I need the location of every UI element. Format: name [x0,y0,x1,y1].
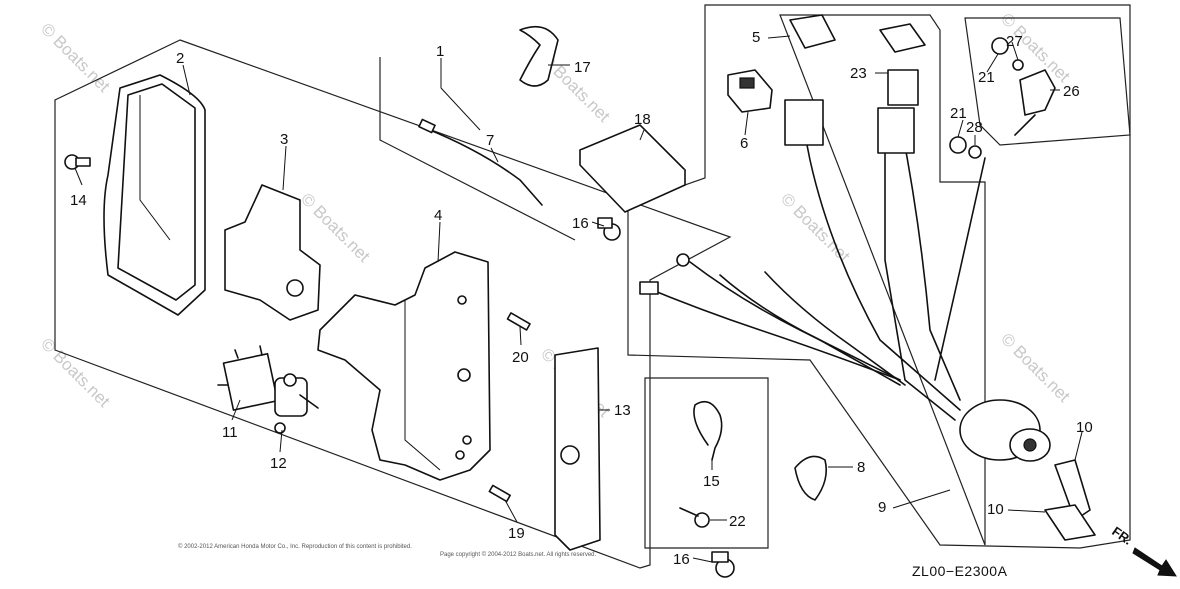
callout-20: 20 [512,349,529,366]
frame-fuse-group [779,14,986,546]
part-wire-7 [418,118,543,206]
callout-21: 21 [950,105,967,122]
callout-18: 18 [634,111,651,128]
part-cap-5 [789,14,836,49]
front-label: FR. [1109,524,1135,548]
part-key-10 [1044,459,1096,541]
part-screw-14 [64,154,91,170]
part-cover-6 [727,69,773,113]
frame-wire-group [379,57,576,241]
diagram-code: ZL00−E2300A [912,563,1008,579]
callout-8: 8 [857,459,865,476]
part-screw-19 [488,484,511,503]
callout-14: 14 [70,192,87,209]
watermark: © Boats.net [37,19,114,96]
callout-7: 7 [486,132,494,149]
callout-13: 13 [614,402,631,419]
watermark: © Boats.net [37,334,114,411]
copyright-line: Page copyright © 2004-2012 Boats.net. Al… [440,551,597,558]
front-arrow-icon: FR. [1109,524,1177,577]
callout-1: 1 [436,43,444,60]
part-clip-16-upper [597,217,621,241]
copyright-line: © 2002-2012 American Honda Motor Co., In… [178,543,412,550]
callout-3: 3 [280,131,288,148]
callout-16: 16 [673,551,690,568]
callout-17: 17 [574,59,591,76]
part-clip-17 [519,25,559,87]
callout-12: 12 [270,455,287,472]
part-cover [103,74,206,316]
callout-15: 15 [703,473,720,490]
part-ignition-switch [959,399,1051,462]
part-washer-28 [968,145,982,159]
watermark: © Boats.net [997,329,1074,406]
callout-9: 9 [878,499,886,516]
callout-27: 27 [1006,33,1023,50]
callout-10: 10 [1076,419,1093,436]
watermark: © Boats.net [297,189,374,266]
watermark: © Boats.net [777,189,854,266]
callout-4: 4 [434,207,442,224]
callout-labels: 1 2 3 4 5 6 7 8 9 10 10 11 12 13 14 15 1… [70,29,1093,568]
part-bolt-22 [679,507,710,528]
part-clip-16-lower [711,551,735,578]
part-plate-13 [554,347,601,551]
frame-bracket-group [964,17,1131,146]
callout-23: 23 [850,65,867,82]
part-bracket-3 [224,184,321,321]
part-clamp-15 [693,400,723,461]
callout-5: 5 [752,29,760,46]
part-bracket-26 [1014,69,1056,136]
frame-control-box-group [54,39,732,569]
part-connector-12 [274,373,319,434]
part-screw-20 [506,312,531,331]
callout-16: 16 [572,215,589,232]
part-washer-27 [1012,59,1024,71]
frame-clip-group [644,377,769,549]
callout-6: 6 [740,135,748,152]
part-harness-9 [639,99,986,421]
part-nut-21-lower [949,136,967,154]
callout-26: 26 [1063,83,1080,100]
part-nut-21-upper [991,37,1009,55]
callout-11: 11 [222,424,238,441]
callout-21: 21 [978,69,995,86]
callout-2: 2 [176,50,184,67]
part-pad-18 [579,124,686,213]
callout-28: 28 [966,119,983,136]
group-frames [54,4,1131,569]
part-switch-11 [217,345,279,411]
callout-10: 10 [987,501,1004,518]
callout-19: 19 [508,525,525,542]
part-control-box-4 [317,251,491,481]
leader-lines [74,35,1083,563]
part-fuse-box-23 [879,23,926,106]
part-band-8 [794,455,828,501]
callout-22: 22 [729,513,746,530]
